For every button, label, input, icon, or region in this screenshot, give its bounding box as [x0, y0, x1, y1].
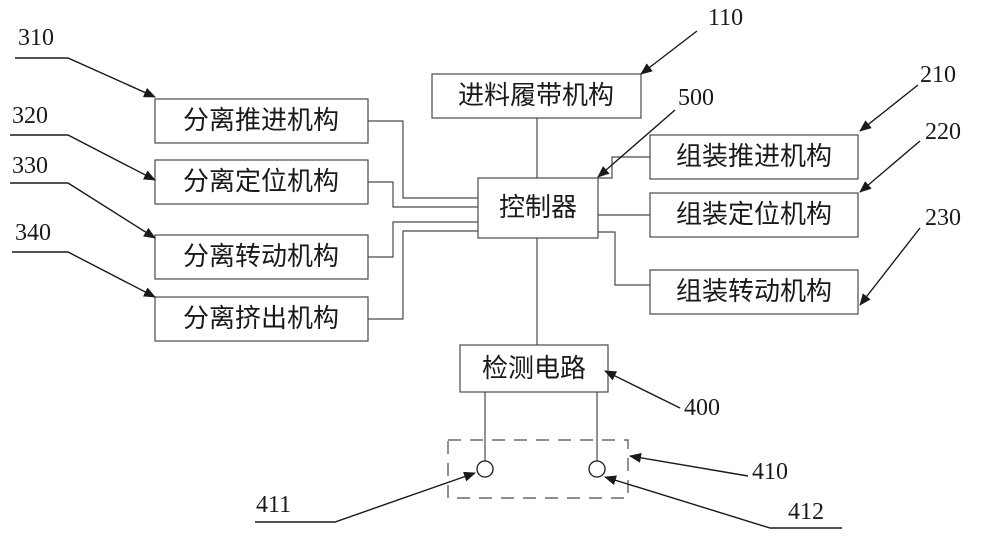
ref-410: 410: [752, 459, 788, 485]
sep-position-label: 分离定位机构: [183, 167, 339, 197]
detection-circuit-label: 检测电路: [482, 354, 586, 384]
asm-position-box: [649, 192, 859, 238]
ref-320: 320: [12, 103, 48, 129]
asm-rotate-box: [649, 269, 859, 315]
ref-400: 400: [684, 395, 720, 421]
ref-210: 210: [920, 62, 956, 88]
controller-box: [477, 177, 599, 239]
ref-310: 310: [18, 25, 54, 51]
asm-rotate-label: 组装转动机构: [676, 277, 832, 307]
connection-wires: [368, 118, 650, 462]
feed-crawler-label: 进料履带机构: [458, 81, 614, 111]
sep-rotate-box: [154, 234, 369, 280]
asm-push-label: 组装推进机构: [676, 142, 832, 172]
probe-assembly-box: [447, 439, 629, 499]
sep-extrude-box: [154, 296, 369, 342]
ref-411: 411: [256, 492, 291, 518]
controller-label: 控制器: [499, 193, 577, 223]
sep-position-box: [154, 159, 369, 205]
detection-circuit-box: [459, 344, 609, 393]
probe-411: [476, 460, 494, 478]
ref-110: 110: [708, 5, 743, 31]
ref-230: 230: [925, 205, 961, 231]
feed-crawler-box: [431, 73, 642, 119]
leader-arrows: [10, 30, 921, 529]
probe-412: [588, 460, 606, 478]
ref-330: 330: [12, 153, 48, 179]
asm-position-label: 组装定位机构: [676, 200, 832, 230]
ref-340: 340: [15, 220, 51, 246]
sep-push-label: 分离推进机构: [183, 106, 339, 136]
ref-412: 412: [788, 499, 824, 525]
sep-extrude-label: 分离挤出机构: [183, 304, 339, 334]
sep-rotate-label: 分离转动机构: [183, 242, 339, 272]
asm-push-box: [649, 134, 859, 180]
sep-push-box: [154, 98, 369, 144]
ref-220: 220: [925, 119, 961, 145]
ref-500: 500: [678, 85, 714, 111]
